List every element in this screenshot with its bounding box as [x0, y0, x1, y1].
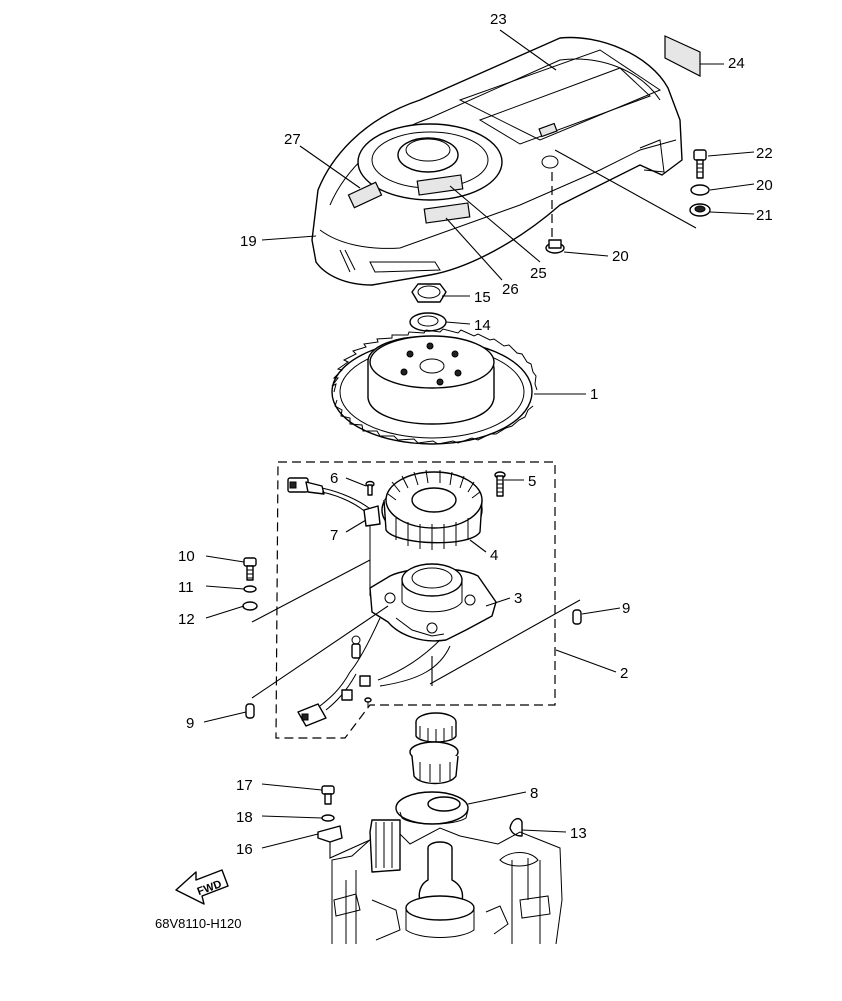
drawing-code: 68V8110-H120 [155, 916, 242, 931]
collar-20 [545, 239, 565, 254]
callout-19: 19 [240, 233, 257, 250]
callout-8: 8 [530, 785, 538, 802]
pulser-coil-base [369, 563, 497, 642]
callout-10: 10 [178, 548, 195, 565]
flywheel [331, 328, 538, 445]
bolt-17 [321, 785, 335, 805]
starter-bushing [409, 741, 459, 785]
callout-18: 18 [236, 809, 253, 826]
callout-22: 22 [756, 145, 773, 162]
callout-20-top: 20 [756, 177, 773, 194]
powerhead-top [331, 819, 563, 945]
fwd-arrow-icon: FWD [175, 869, 229, 905]
callout-15: 15 [474, 289, 491, 306]
stator-lead-connector [287, 477, 375, 517]
callout-21: 21 [756, 207, 773, 224]
callout-25: 25 [530, 265, 547, 282]
callout-23: 23 [490, 11, 507, 28]
dowel-pin-left [245, 703, 255, 719]
washer-18 [321, 814, 335, 822]
lead-clamp [363, 505, 381, 527]
assembly-boundary [275, 461, 556, 739]
callout-20-bottom: 20 [612, 248, 629, 265]
callout-26: 26 [502, 281, 519, 298]
callout-3: 3 [514, 590, 522, 607]
callout-9-left: 9 [186, 715, 194, 732]
decal-plate [664, 35, 701, 77]
woodruff-key [509, 817, 523, 837]
timing-ring [415, 712, 457, 743]
bolt-22 [693, 149, 707, 179]
grommet-21 [689, 203, 711, 217]
callout-4: 4 [490, 547, 498, 564]
callout-7: 7 [330, 527, 338, 544]
callout-9-right: 9 [622, 600, 630, 617]
callout-17: 17 [236, 777, 253, 794]
lock-plate-16 [317, 825, 343, 843]
washer-12 [242, 601, 258, 611]
callout-1: 1 [590, 386, 598, 403]
flywheel-cover [311, 36, 683, 286]
bolt-10 [243, 557, 257, 581]
callout-12: 12 [178, 611, 195, 628]
callout-16: 16 [236, 841, 253, 858]
bolt-5 [494, 471, 506, 497]
base-wire-harness [297, 617, 451, 727]
stator-coil [381, 469, 483, 550]
callout-2: 2 [620, 665, 628, 682]
flywheel-nut [411, 283, 447, 303]
timing-plate [395, 791, 469, 825]
callout-27: 27 [284, 131, 301, 148]
callout-14: 14 [474, 317, 491, 334]
dowel-pin-right [572, 609, 582, 625]
washer-11 [243, 585, 257, 593]
callout-11: 11 [178, 579, 194, 596]
screw-6 [365, 480, 375, 496]
callout-5: 5 [528, 473, 536, 490]
callout-24: 24 [728, 55, 745, 72]
callout-13: 13 [570, 825, 587, 842]
washer-20-top [690, 184, 710, 196]
flywheel-washer [409, 312, 447, 332]
callout-6: 6 [330, 470, 338, 487]
